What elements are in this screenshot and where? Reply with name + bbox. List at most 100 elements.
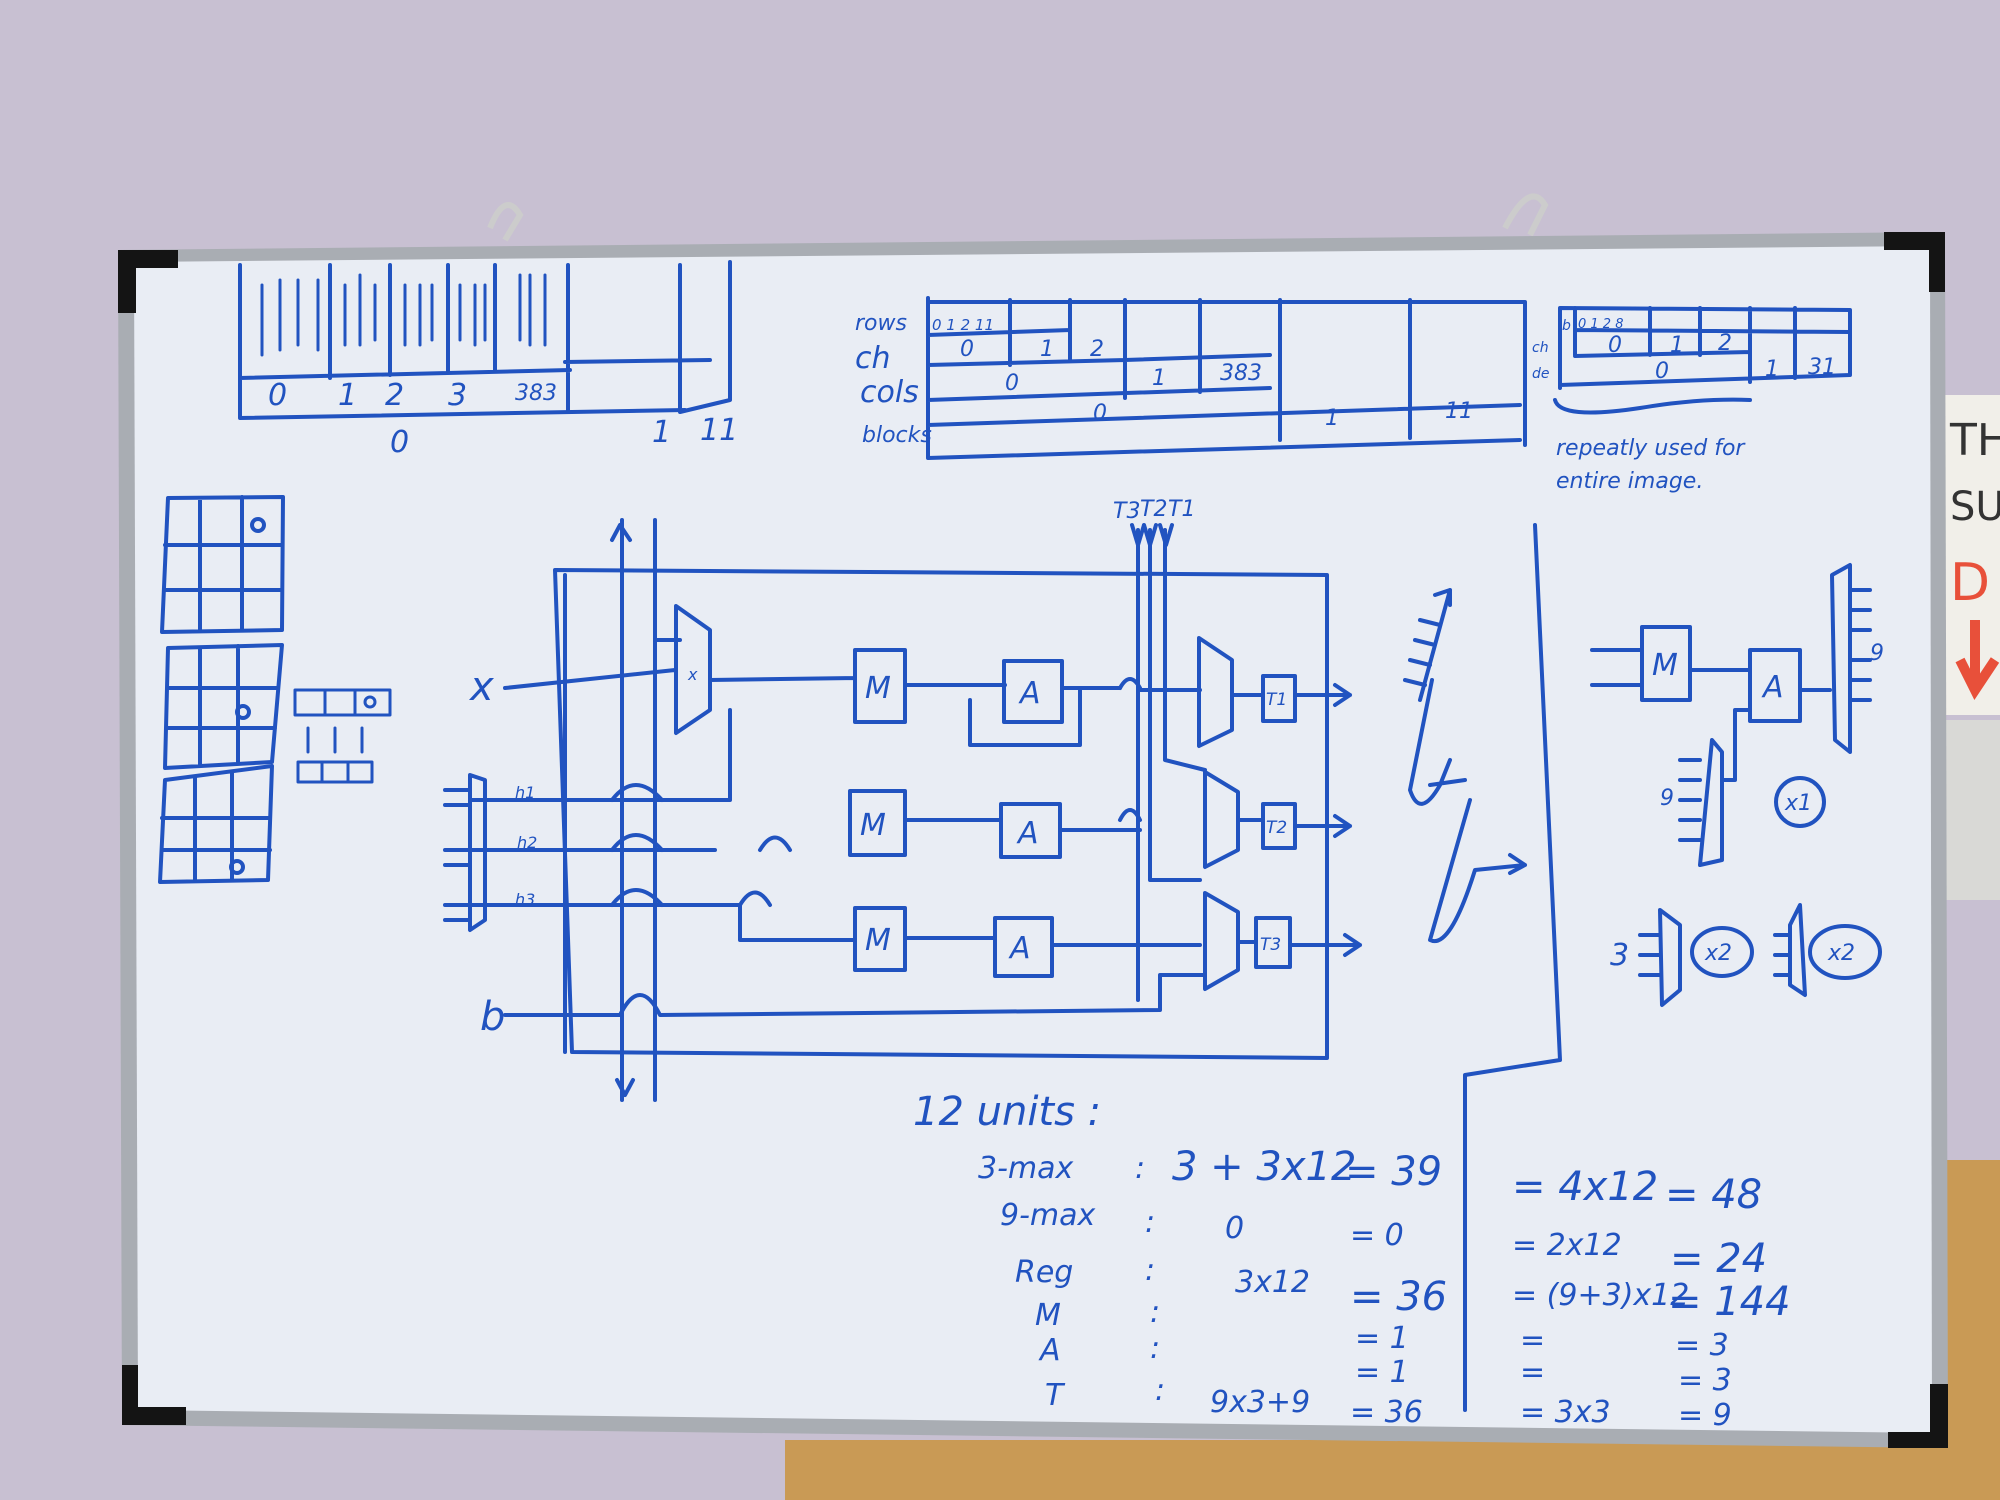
- cost-label: 9-max: [1000, 1198, 1096, 1233]
- note-line: entire image.: [1556, 469, 1703, 494]
- top-input-T3: T3: [1113, 499, 1140, 524]
- unit-diagram: M A 9 9 x1 3 x2 x2: [1590, 563, 1884, 1007]
- times-2-label: x2: [1827, 941, 1855, 966]
- col-label: 383: [515, 381, 557, 406]
- axis-label-rows: rows: [855, 311, 907, 336]
- ch-label: 1: [1040, 337, 1054, 362]
- note-line: repeatly used for: [1556, 436, 1746, 461]
- top-input-T2: T2: [1140, 497, 1167, 522]
- unit-add-label: A: [1761, 670, 1784, 705]
- cost-label: T: [1045, 1378, 1066, 1413]
- block-label: 1: [652, 415, 671, 450]
- middle-memory-array: rows ch cols blocks 0 1 2 11 0 1 2 0 1 3…: [855, 296, 1527, 460]
- alt-result: = 144: [1668, 1279, 1791, 1325]
- cost-table: 12 units : 3-max : 3 + 3x12 = 39 9-max :…: [913, 1089, 1791, 1433]
- cost-label: A: [1038, 1333, 1061, 1368]
- arrow-down-icon: [1955, 620, 2000, 700]
- alt-expr: = 3x3: [1520, 1395, 1611, 1430]
- axis-label-cols: cols: [860, 375, 919, 410]
- adder-label: A: [1008, 931, 1031, 966]
- cols-label: 1: [1152, 366, 1166, 391]
- input-x-label: x: [468, 664, 494, 710]
- multiplier-label: M: [860, 808, 886, 843]
- cols-label: 0: [1655, 359, 1669, 384]
- multiplier-label: M: [865, 923, 891, 958]
- axis-label-ch: ch: [855, 341, 891, 376]
- cost-label: Reg: [1015, 1255, 1073, 1290]
- block-label: 0: [390, 425, 409, 460]
- colon: :: [1145, 1205, 1155, 1240]
- input-h1-label: h1: [515, 783, 535, 802]
- board-surface: [134, 246, 1932, 1433]
- adder-label: A: [1018, 676, 1041, 711]
- ch-label: 0: [960, 337, 974, 362]
- colon: :: [1155, 1373, 1165, 1408]
- cost-result: = 1: [1355, 1355, 1409, 1390]
- cost-result: = 0: [1350, 1218, 1404, 1253]
- top-input-T1: T1: [1168, 497, 1195, 522]
- alt-result: = 3: [1675, 1328, 1729, 1363]
- alt-expr: =: [1520, 1355, 1545, 1390]
- adder-label: A: [1016, 816, 1039, 851]
- alt-result: = 48: [1665, 1172, 1762, 1218]
- cost-result: = 1: [1355, 1321, 1409, 1356]
- three-label: 3: [1610, 938, 1629, 973]
- unit-mux-count: 9: [1660, 786, 1674, 811]
- blocks-label: 11: [1445, 399, 1473, 424]
- alt-result: = 3: [1678, 1363, 1732, 1398]
- cost-expr: 3 + 3x12: [1172, 1144, 1356, 1190]
- kernel-grids: [158, 495, 392, 884]
- colon: :: [1135, 1151, 1145, 1186]
- input-h2-label: h2: [517, 833, 537, 852]
- hook-icon: [1502, 193, 1549, 237]
- rows-ticks: 0 1 2 11: [932, 316, 994, 334]
- axis-label: de: [1532, 366, 1550, 382]
- cost-label: 3-max: [978, 1151, 1074, 1186]
- cork-board: [785, 1440, 2000, 1500]
- hook-icon: [487, 202, 524, 242]
- ch-label: 0: [1608, 333, 1622, 358]
- wall-sign: TH SU D: [1940, 395, 2000, 900]
- alt-expr: =: [1520, 1323, 1545, 1358]
- top-left-memory-array: 0 1 2 3 383 0 1 11: [238, 260, 738, 460]
- times-2-label: x2: [1704, 941, 1732, 966]
- multiplier-label: M: [865, 671, 891, 706]
- cost-label: M: [1035, 1298, 1061, 1333]
- sign-line-2: SU: [1950, 484, 2000, 530]
- col-label: 2: [385, 378, 404, 413]
- alt-expr: = 4x12: [1512, 1164, 1658, 1210]
- ch-label: 2: [1090, 337, 1104, 362]
- cost-expr: 0: [1225, 1211, 1244, 1246]
- blocks-label: 0: [1093, 401, 1107, 426]
- sign-line-1: TH: [1949, 415, 2000, 466]
- ch-label: 2: [1718, 331, 1732, 356]
- colon: :: [1150, 1295, 1160, 1330]
- times-1-label: x1: [1784, 791, 1812, 816]
- unit-mux-count: 9: [1870, 641, 1884, 666]
- unit-mult-label: M: [1652, 648, 1678, 683]
- output-reg-label: T3: [1260, 935, 1281, 955]
- colon: :: [1145, 1253, 1155, 1288]
- input-h3-label: h3: [515, 890, 535, 909]
- colon: :: [1150, 1331, 1160, 1366]
- frame-corners: [118, 232, 1948, 1448]
- blocks-label: 1: [1325, 406, 1339, 431]
- cols-label: 31: [1808, 355, 1836, 380]
- col-label: 1: [338, 378, 357, 413]
- col-label: 3: [448, 378, 467, 413]
- alt-result: = 24: [1670, 1236, 1767, 1282]
- input-b-label: b: [480, 994, 505, 1040]
- mux-label: x: [687, 665, 698, 684]
- cost-expr: 9x3+9: [1210, 1385, 1310, 1420]
- col-label: 0: [268, 378, 287, 413]
- output-sketches: [1403, 523, 1562, 1412]
- ch-label: 1: [1670, 333, 1684, 358]
- axis-label: b: [1562, 318, 1571, 334]
- cost-result: = 39: [1345, 1149, 1442, 1195]
- cost-table-title: 12 units :: [913, 1089, 1101, 1135]
- block-label: 11: [700, 413, 738, 448]
- cost-result: = 36: [1350, 1395, 1423, 1430]
- axis-label: ch: [1532, 340, 1549, 356]
- output-reg-label: T2: [1266, 818, 1287, 838]
